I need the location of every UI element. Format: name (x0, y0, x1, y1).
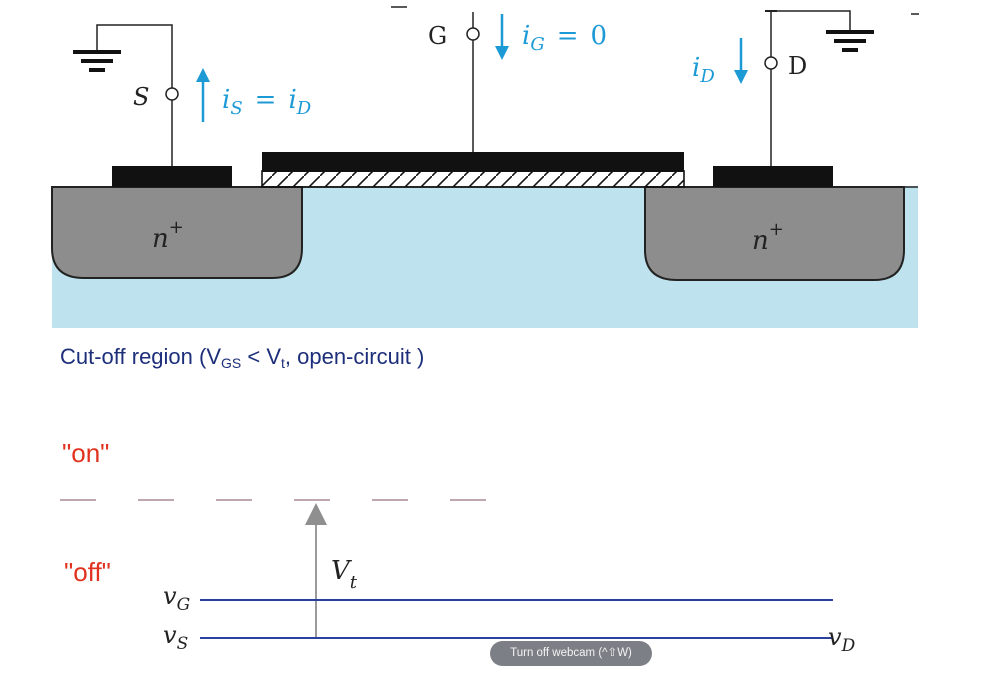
source-ground-icon (73, 50, 121, 72)
threshold-arrow-icon (305, 503, 327, 638)
source-current-arrow-icon (196, 68, 210, 122)
off-state-label: "off" (64, 557, 111, 587)
vg-label: vG (163, 582, 190, 615)
source-contact (112, 166, 232, 187)
source-current-label: iS=iD (222, 85, 312, 119)
drain-n-plus-label: n+ (752, 219, 784, 256)
drain-terminal-label: D (788, 52, 807, 80)
vd-label: vD (828, 623, 856, 656)
source-n-plus-region (51, 186, 303, 279)
drain-contact (713, 166, 833, 187)
on-state-label: "on" (62, 438, 110, 468)
vs-label: vS (163, 621, 188, 654)
source-terminal-label: S (133, 83, 149, 111)
drain-current-label: iD (692, 53, 715, 87)
drain-ground-wire (770, 10, 851, 57)
drain-current-arrow-icon (734, 38, 748, 84)
threshold-label: Vt (331, 556, 358, 593)
drain-n-plus-region (644, 186, 905, 281)
gate-terminal-label: G (428, 22, 447, 50)
gate-terminal-node (466, 27, 480, 41)
drain-ground-icon (826, 30, 874, 52)
gate-electrode (262, 152, 684, 172)
source-n-plus-label: n+ (152, 217, 184, 254)
drain-terminal-node (764, 56, 778, 70)
source-ground-wire (96, 24, 173, 88)
gate-current-label: iG=0 (522, 21, 607, 55)
turn-off-webcam-button[interactable]: Turn off webcam (^⇧W) (490, 641, 652, 666)
gate-current-arrow-icon (495, 14, 509, 60)
source-terminal-node (165, 87, 179, 101)
cutoff-region-caption: Cut-off region (VGS < Vt, open-circuit ) (60, 344, 425, 371)
gate-oxide (261, 170, 685, 188)
